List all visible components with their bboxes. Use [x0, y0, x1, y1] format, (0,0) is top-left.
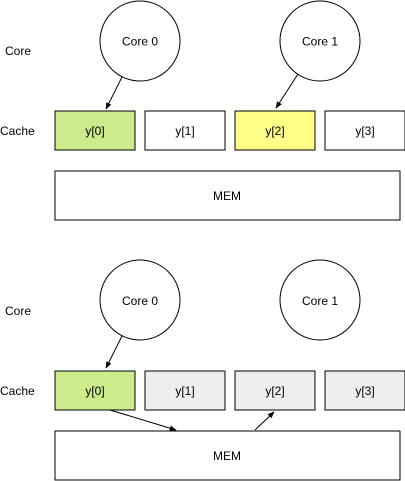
core-0: Core 0: [99, 0, 181, 82]
core-1-circle: [279, 259, 361, 341]
core-0-circle: [99, 0, 181, 82]
memory-block: MEM: [54, 170, 401, 221]
cache-cell-0: y[0]: [54, 370, 136, 411]
arrow-mem-to-cache-2: [254, 411, 275, 431]
cache-cell-0: y[0]: [54, 110, 136, 151]
cache-cell-2: y[2]: [234, 370, 316, 411]
cache-cell-2: y[2]: [234, 110, 316, 151]
cache-cell-0-box: [54, 110, 136, 151]
core-0-label: Core 0: [122, 35, 158, 49]
cache-cell-2-box: [234, 370, 316, 411]
core-1: Core 1: [279, 0, 361, 82]
cache-cell-0-box: [54, 370, 136, 411]
cache-cell-3-label: y[3]: [355, 384, 374, 398]
cache-cell-2-box: [234, 110, 316, 151]
cache-cell-0-label: y[0]: [85, 124, 104, 138]
cache-cell-0-label: y[0]: [85, 384, 104, 398]
core-1-circle: [279, 0, 361, 82]
cache-cell-1-label: y[1]: [175, 124, 194, 138]
scenario-2: Core Cache Core 0 Core 1 y[0] y[1] y[2] …: [0, 259, 405, 481]
row-label-cache: Cache: [0, 384, 35, 398]
row-label-cache: Cache: [0, 124, 35, 138]
cache-cell-1-label: y[1]: [175, 384, 194, 398]
cache-cell-1-box: [144, 370, 226, 411]
core-0: Core 0: [99, 259, 181, 341]
arrow-cache-0-to-mem: [109, 409, 177, 431]
row-label-core: Core: [5, 44, 31, 58]
cache-cell-2-label: y[2]: [265, 124, 284, 138]
cache-cell-2-label: y[2]: [265, 384, 284, 398]
cache-cell-1: y[1]: [144, 370, 226, 411]
cache-cell-3-label: y[3]: [355, 124, 374, 138]
arrow-core-0-to-cache-0: [105, 335, 123, 369]
memory-block: MEM: [54, 430, 401, 481]
cache-cell-3: y[3]: [324, 370, 405, 411]
core-0-label: Core 0: [122, 294, 158, 308]
arrow-core-0-to-cache-0: [105, 76, 123, 110]
cache-cell-1: y[1]: [144, 110, 226, 151]
cache-cell-3: y[3]: [324, 110, 405, 151]
core-1-label: Core 1: [302, 35, 338, 49]
scenario-1: Core Cache Core 0 Core 1 y[0] y[1] y[2] …: [0, 0, 405, 221]
cache-cell-3-box: [324, 370, 405, 411]
memory-label: MEM: [213, 189, 241, 203]
memory-label: MEM: [213, 449, 241, 463]
cache-cell-1-box: [144, 110, 226, 151]
core-1-label: Core 1: [302, 294, 338, 308]
row-label-core: Core: [5, 304, 31, 318]
cache-cell-3-box: [324, 110, 405, 151]
memory-box: [54, 170, 401, 221]
core-0-circle: [99, 259, 181, 341]
arrow-core-1-to-cache-2: [275, 73, 299, 109]
core-1: Core 1: [279, 259, 361, 341]
memory-box: [54, 430, 401, 481]
